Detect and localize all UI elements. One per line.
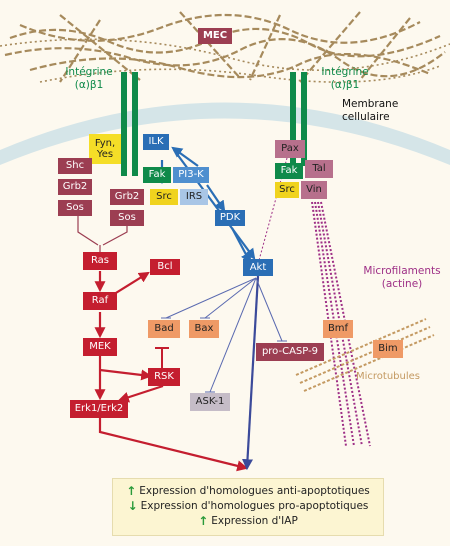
pi3k-akt-arrows [156, 146, 256, 264]
node-pdk: PDK [215, 210, 245, 226]
node-sos-right: Sos [110, 210, 144, 226]
microtubules [295, 318, 435, 392]
up-arrow-icon: ↑ [198, 514, 209, 528]
node-fak-right: Fak [275, 163, 303, 179]
node-sos-left: Sos [58, 200, 92, 216]
output-anti-apoptotic: ↑ Expression d'homologues anti-apoptotiq… [113, 484, 383, 499]
node-pi3k: PI3-K [173, 167, 209, 183]
akt-to-output-arrow [242, 275, 260, 471]
node-akt: Akt [243, 259, 273, 276]
node-casp9: pro-CASP-9 [256, 343, 324, 361]
node-bax: Bax [189, 320, 219, 338]
membrane-label: Membrane cellulaire [342, 98, 399, 123]
node-shc: Shc [58, 158, 92, 174]
integrin-right-label: Intégrine (α)β1 [321, 66, 369, 91]
node-bcl: Bcl [150, 259, 180, 275]
integrin-left [121, 72, 138, 176]
integrin-left-label: Intégrine (α)β1 [65, 66, 113, 91]
node-irs: IRS [180, 189, 208, 205]
down-arrow-icon: ↓ [127, 499, 138, 513]
node-rsk: RSK [148, 368, 180, 386]
node-tal: Tal [305, 160, 333, 178]
node-erk: Erk1/Erk2 [70, 400, 128, 418]
node-bim: Bim [373, 340, 403, 358]
node-pax: Pax [275, 140, 305, 158]
node-src-right: Src [275, 182, 299, 198]
output-anti-apoptotic-text: Expression d'homologues anti-apoptotique… [139, 485, 370, 497]
node-ras: Ras [83, 252, 117, 270]
cell-membrane [0, 102, 450, 165]
microfilaments-label: Microfilaments (actine) [363, 265, 441, 290]
output-pro-apoptotic-text: Expression d'homologues pro-apoptotiques [140, 500, 369, 512]
mec-label: MEC [198, 28, 232, 44]
node-bmf: Bmf [323, 320, 353, 338]
ras-mapk-cascade-arrows [94, 271, 249, 472]
node-ask1: ASK-1 [190, 393, 230, 411]
node-fak-left: Fak [143, 167, 171, 183]
integrin-right [290, 72, 307, 166]
node-fyn-yes: Fyn, Yes [89, 134, 121, 164]
microtubules-label: Microtubules [356, 371, 420, 382]
akt-inhibition-lines [161, 277, 287, 393]
output-pro-apoptotic: ↓ Expression d'homologues pro-apoptotiqu… [113, 499, 383, 514]
node-mek: MEK [83, 338, 117, 356]
node-raf: Raf [83, 292, 117, 310]
node-grb2-right: Grb2 [110, 189, 144, 205]
output-iap-text: Expression d'IAP [211, 515, 298, 527]
rsk-inhibits-bad [155, 347, 169, 368]
output-iap: ↑ Expression d'IAP [113, 514, 383, 529]
adaptor-to-ras-connector [77, 215, 128, 252]
output-box: ↑ Expression d'homologues anti-apoptotiq… [112, 478, 384, 536]
up-arrow-icon: ↑ [126, 484, 137, 498]
extracellular-matrix-dots [0, 38, 450, 83]
node-src-left: Src [150, 189, 178, 205]
node-grb2-left: Grb2 [58, 179, 92, 195]
node-vin: Vin [301, 181, 327, 199]
node-bad: Bad [148, 320, 180, 338]
node-ilk: ILK [143, 134, 169, 150]
